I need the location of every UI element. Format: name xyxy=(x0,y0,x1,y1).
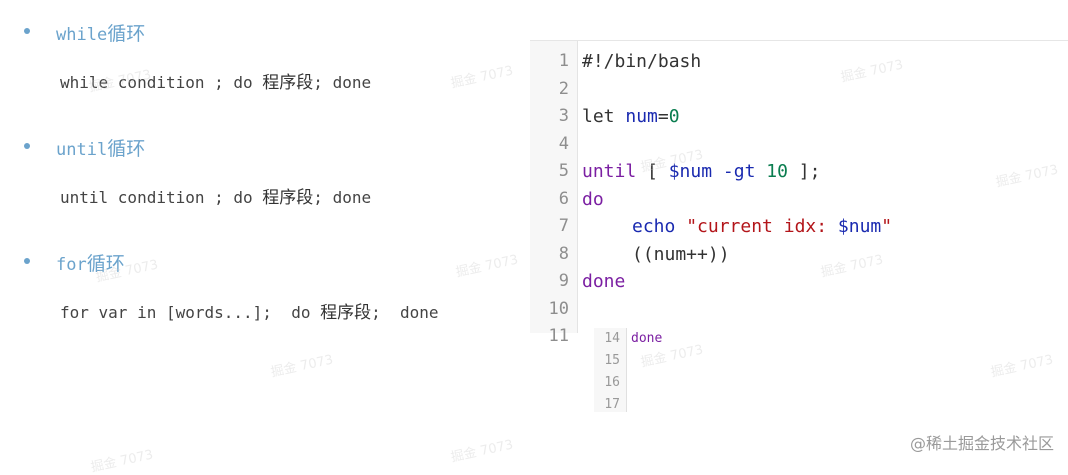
heading-for: for循环 xyxy=(56,249,125,276)
syntax-while: while condition ; do 程序段; done xyxy=(60,68,371,93)
line-number: 1 xyxy=(558,51,569,71)
line-number: 5 xyxy=(558,161,569,181)
line-number: 4 xyxy=(558,134,569,154)
syntax-post: ; done xyxy=(313,188,372,207)
code-line-5: until [ $num -gt 10 ]; xyxy=(582,161,820,182)
code-line-6: do xyxy=(582,189,604,210)
mini-code-editor: 14 15 16 17 done xyxy=(594,328,714,412)
notes-panel: while循环 while condition ; do 程序段; done u… xyxy=(0,0,530,465)
syntax-pre: for var in [words...]; do xyxy=(60,303,321,322)
code-line-9: done xyxy=(582,271,625,292)
heading-suffix: 循环 xyxy=(107,23,146,45)
heading-suffix: 循环 xyxy=(107,138,146,160)
keyword: let xyxy=(582,106,615,127)
syntax-until: until condition ; do 程序段; done xyxy=(60,183,371,208)
line-number: 3 xyxy=(558,106,569,126)
operator: = xyxy=(657,106,669,127)
syntax-cjk: 程序段 xyxy=(262,73,314,93)
line-number: 11 xyxy=(548,326,569,346)
heading-keyword: for xyxy=(56,255,87,275)
keyword: done xyxy=(582,271,626,292)
heading-until: until循环 xyxy=(56,134,145,161)
bullet-icon xyxy=(24,258,32,266)
expression: ((num++)) xyxy=(632,244,730,265)
line-number: 6 xyxy=(558,189,569,209)
heading-while: while循环 xyxy=(56,19,145,46)
string-end: " xyxy=(881,216,893,237)
heading-suffix: 循环 xyxy=(86,253,125,275)
number: 0 xyxy=(668,106,680,127)
line-number: 9 xyxy=(558,271,569,291)
bracket-close: ]; xyxy=(787,161,821,182)
string: "current idx: xyxy=(686,216,838,237)
keyword: do xyxy=(582,189,604,210)
line-number: 8 xyxy=(558,244,569,264)
syntax-cjk: 程序段 xyxy=(320,303,372,323)
keyword: echo xyxy=(632,216,676,237)
shebang: #!/bin/bash xyxy=(582,51,702,72)
line-number: 16 xyxy=(604,375,620,390)
keyword: until xyxy=(582,161,637,182)
bullet-icon xyxy=(24,143,32,151)
bracket-open: [ xyxy=(636,161,669,182)
code-line-7: echo "current idx: $num" xyxy=(632,216,892,237)
line-number: 17 xyxy=(604,397,620,412)
code-line-8: ((num++)) xyxy=(632,244,730,265)
line-number: 14 xyxy=(604,331,620,346)
syntax-for: for var in [words...]; do 程序段; done xyxy=(60,298,439,323)
syntax-post: ; done xyxy=(313,73,372,92)
line-number-gutter: 1 2 3 4 5 6 7 8 9 10 11 xyxy=(530,41,578,346)
line-number: 10 xyxy=(548,299,569,319)
line-number: 7 xyxy=(558,216,569,236)
bullet-icon xyxy=(24,28,32,36)
variable: num xyxy=(625,106,658,127)
number: 10 xyxy=(766,161,788,182)
variable: $num xyxy=(668,161,713,182)
mini-line-number-gutter: 14 15 16 17 xyxy=(594,328,627,412)
line-number: 2 xyxy=(558,79,569,99)
syntax-pre: until condition ; do xyxy=(60,188,263,207)
heading-keyword: while xyxy=(56,25,108,45)
source-credit: @稀土掘金技术社区 xyxy=(909,434,1054,453)
watermark: 掘金 7073 xyxy=(989,352,1055,381)
line-number: 15 xyxy=(604,353,620,368)
flag: -gt xyxy=(712,161,767,182)
code-line-1: #!/bin/bash xyxy=(582,51,701,72)
variable: $num xyxy=(837,216,882,237)
syntax-post: ; done xyxy=(371,303,439,322)
code-editor[interactable]: 1 2 3 4 5 6 7 8 9 10 11 #!/bin/bash let … xyxy=(530,40,1068,346)
code-line-3: let num=0 xyxy=(582,106,680,127)
syntax-pre: while condition ; do xyxy=(60,73,263,92)
mini-code-line-14: done xyxy=(631,331,663,346)
heading-keyword: until xyxy=(56,140,108,160)
syntax-cjk: 程序段 xyxy=(262,188,314,208)
